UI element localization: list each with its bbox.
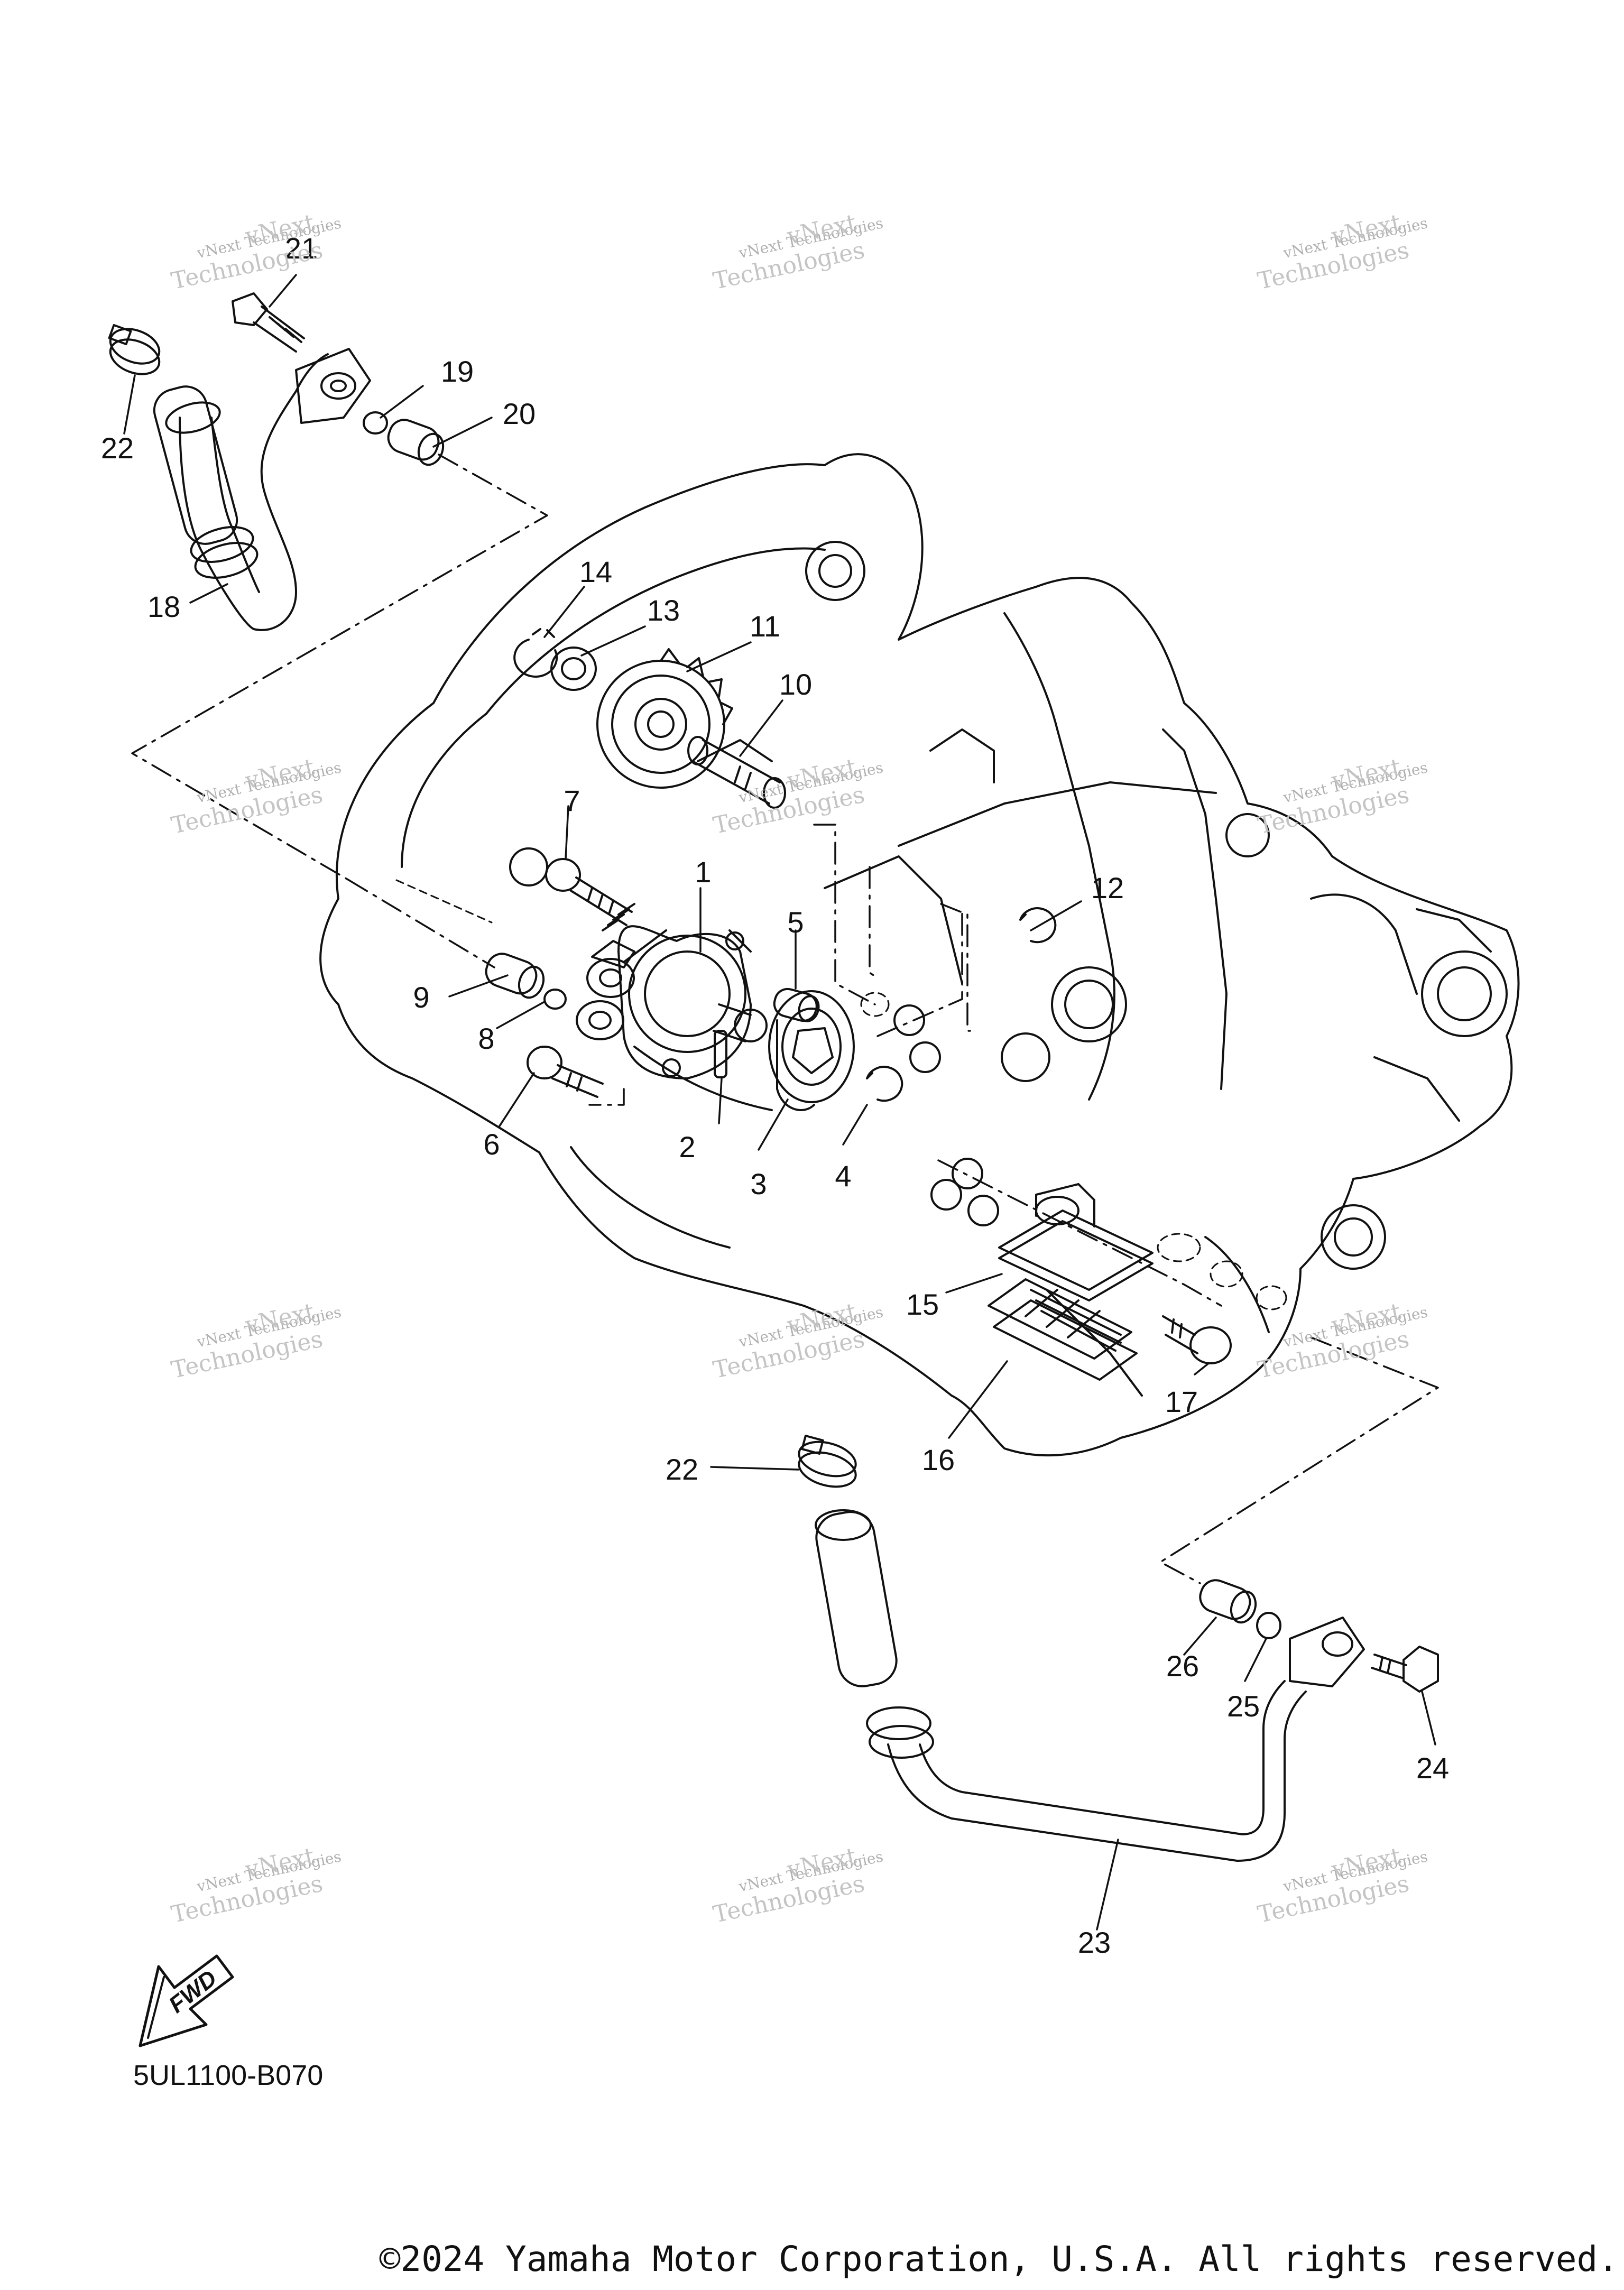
- callout-21: 21: [284, 232, 318, 265]
- callout-26: 26: [1166, 1649, 1199, 1683]
- callout-23: 23: [1077, 1926, 1111, 1959]
- pump-shaft: [713, 1003, 768, 1042]
- o-ring-8: [543, 989, 567, 1010]
- callout-1: 1: [695, 855, 712, 889]
- collar-9: [485, 953, 545, 999]
- collar-20: [387, 419, 445, 466]
- callout-leaders: [123, 274, 1436, 1931]
- callout-20: 20: [502, 397, 536, 430]
- callout-4: 4: [835, 1159, 852, 1193]
- callout-15: 15: [906, 1288, 939, 1321]
- oil-pipe-lower: [815, 1509, 1365, 1862]
- callout-6: 6: [483, 1128, 500, 1161]
- callout-16: 16: [921, 1443, 955, 1476]
- callout-11: 11: [749, 610, 781, 643]
- fwd-label: FWD: [164, 1965, 222, 2018]
- o-ring-25: [1256, 1612, 1281, 1639]
- callout-25: 25: [1226, 1689, 1260, 1723]
- callout-5: 5: [787, 906, 804, 939]
- o-ring-19: [363, 411, 388, 435]
- bolt-21: [232, 292, 305, 353]
- diagram-code: 5UL1100-B070: [133, 2060, 324, 2091]
- callout-19: 19: [440, 355, 474, 388]
- callout-3: 3: [750, 1167, 767, 1201]
- hose-clamp-upper: [108, 324, 161, 375]
- oil-pump-assembly-1: [576, 903, 752, 1079]
- oil-strainer-15: [998, 1183, 1154, 1301]
- shaft-10: [687, 736, 786, 809]
- callout-13: 13: [647, 594, 680, 627]
- bolt-6: [527, 1046, 604, 1098]
- callout-14: 14: [579, 555, 613, 588]
- callout-18: 18: [147, 590, 181, 623]
- callout-9: 9: [413, 981, 430, 1014]
- collar-5: [773, 987, 820, 1022]
- drive-gear-11: [596, 648, 733, 789]
- hose-clamp-lower: [798, 1435, 857, 1488]
- dowel-pin-2: [714, 1030, 727, 1078]
- copyright-notice: ©2024 Yamaha Motor Corporation, U.S.A. A…: [379, 2239, 1619, 2279]
- callout-2: 2: [679, 1130, 696, 1164]
- bolt-17: [1162, 1315, 1232, 1364]
- collar-26: [1199, 1579, 1257, 1624]
- crankcase-outline: [319, 453, 1520, 1457]
- callout-22-upper: 22: [100, 431, 134, 465]
- callout-8: 8: [478, 1022, 495, 1055]
- fwd-badge: FWD: [135, 1937, 241, 2048]
- callout-12: 12: [1091, 871, 1124, 904]
- callout-22-lower: 22: [665, 1453, 699, 1486]
- hidden-edges: [395, 879, 1287, 1310]
- callout-24: 24: [1416, 1751, 1450, 1785]
- rotor-3: [768, 990, 855, 1111]
- fwd-arrow: [139, 1954, 234, 2047]
- callout-7: 7: [564, 784, 580, 817]
- washer-13: [550, 647, 597, 691]
- callout-17: 17: [1165, 1385, 1198, 1418]
- bolt-7: [545, 858, 633, 926]
- oil-pipe-upper: [153, 348, 371, 631]
- strainer-screen-16: [988, 1278, 1138, 1381]
- circlip-4: [866, 1066, 903, 1102]
- assembly-reference-lines: [131, 454, 1439, 1584]
- callout-10: 10: [779, 668, 813, 701]
- bolt-24: [1371, 1646, 1439, 1693]
- circlip-12: [1019, 907, 1057, 944]
